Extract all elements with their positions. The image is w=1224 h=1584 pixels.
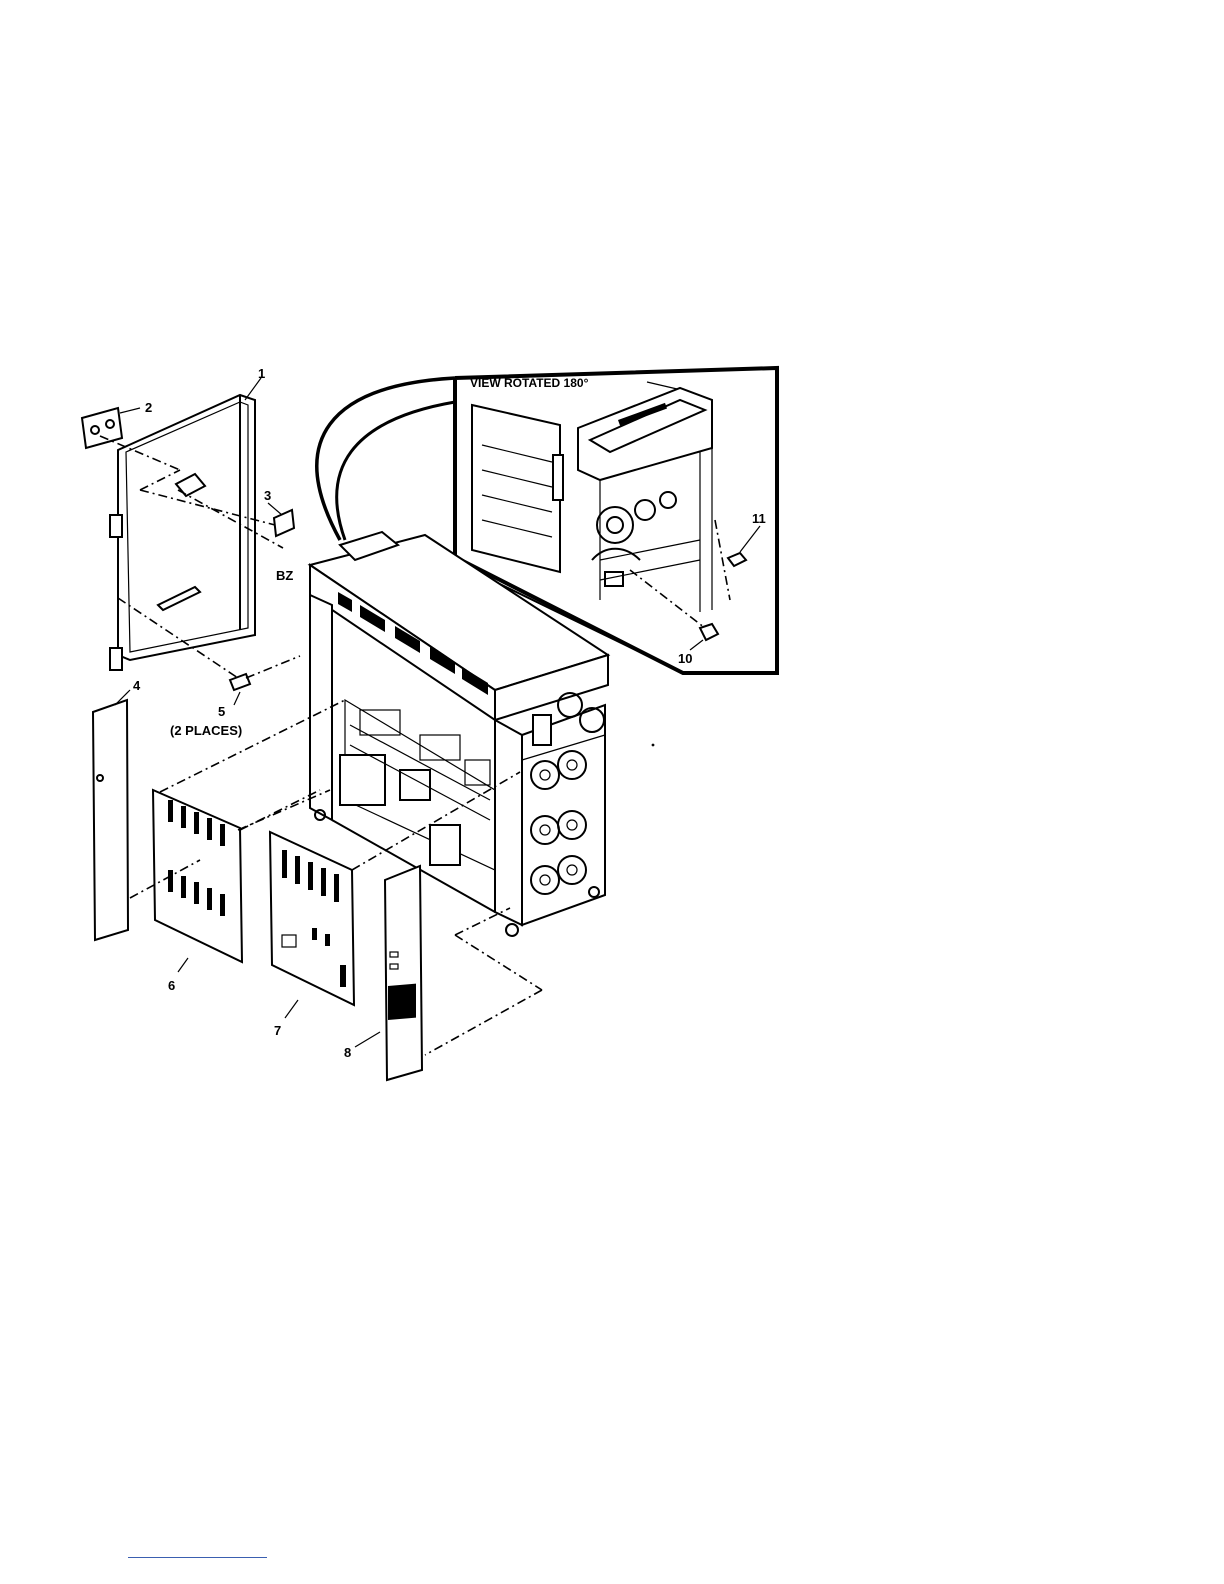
- part-4-side-panel: 4: [93, 678, 141, 940]
- callout-8: 8: [344, 1045, 351, 1060]
- internal-electronics: [340, 700, 495, 870]
- part-1-door: 1: [110, 366, 265, 670]
- callout-6: 6: [168, 978, 175, 993]
- main-printer-cabinet: [310, 532, 608, 936]
- inset-title: VIEW ROTATED 180°: [470, 376, 589, 390]
- callout-7: 7: [274, 1023, 281, 1038]
- callout-11: 11: [752, 511, 766, 526]
- callout-3: 3: [264, 488, 271, 503]
- part-7-panel: 7: [240, 772, 520, 1038]
- callout-5: 5: [218, 704, 225, 719]
- callout-1: 1: [258, 366, 265, 381]
- callout-4: 4: [133, 678, 141, 693]
- callout-BZ: BZ: [276, 568, 293, 583]
- part-10-clip: [700, 624, 718, 640]
- part-11-bracket: [728, 553, 746, 566]
- callout-2: 2: [145, 400, 152, 415]
- footer-rule: [128, 1557, 267, 1558]
- callout-10: 10: [678, 651, 692, 666]
- callout-5-note: (2 PLACES): [170, 723, 242, 738]
